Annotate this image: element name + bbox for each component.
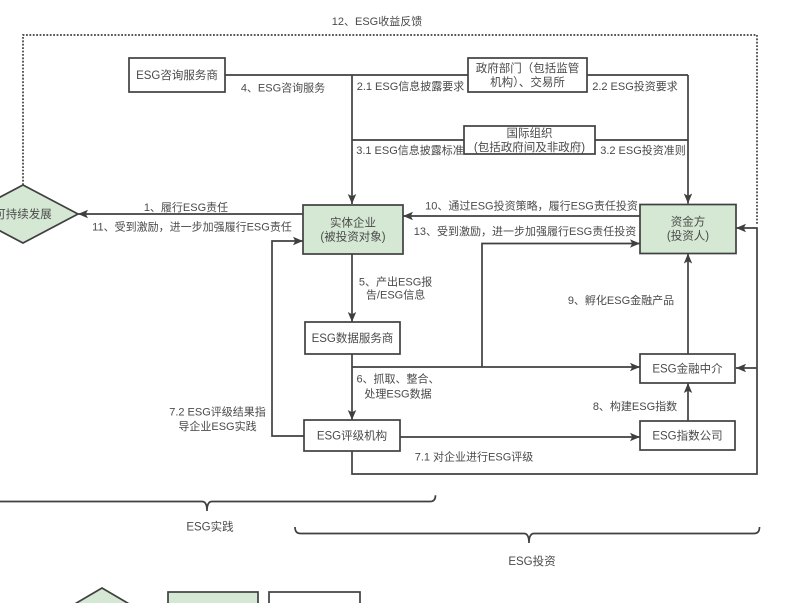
- svg-text:12、ESG收益反馈: 12、ESG收益反馈: [332, 14, 422, 28]
- svg-text:导企业ESG实践: 导企业ESG实践: [178, 419, 256, 433]
- svg-text:7.1 对企业进行ESG评级: 7.1 对企业进行ESG评级: [415, 449, 534, 463]
- svg-text:3.2 ESG投资准则: 3.2 ESG投资准则: [600, 143, 686, 157]
- svg-text:1、履行ESG责任: 1、履行ESG责任: [144, 201, 228, 214]
- svg-text:3.1 ESG信息披露标准: 3.1 ESG信息披露标准: [356, 143, 464, 157]
- svg-text:2.2 ESG投资要求: 2.2 ESG投资要求: [592, 79, 678, 93]
- svg-text:政府部门（包括监管: 政府部门（包括监管: [476, 61, 580, 75]
- svg-text:ESG咨询服务商: ESG咨询服务商: [136, 68, 218, 82]
- svg-text:ESG实践: ESG实践: [186, 520, 234, 534]
- svg-text:ESG数据服务商: ESG数据服务商: [312, 331, 394, 345]
- svg-text:ESG指数公司: ESG指数公司: [652, 429, 722, 443]
- svg-text:7.2 ESG评级结果指: 7.2 ESG评级结果指: [169, 404, 266, 418]
- svg-text:实体企业: 实体企业: [330, 216, 376, 230]
- svg-text:(被投资对象): (被投资对象): [320, 230, 385, 244]
- svg-text:资金方: 资金方: [671, 215, 706, 229]
- svg-text:告/ESG信息: 告/ESG信息: [366, 288, 425, 302]
- svg-text:(投资人): (投资人): [667, 229, 709, 243]
- svg-text:10、通过ESG投资策略，履行ESG责任投资: 10、通过ESG投资策略，履行ESG责任投资: [425, 198, 638, 212]
- svg-text:(包括政府间及非政府): (包括政府间及非政府): [474, 140, 585, 154]
- svg-text:ESG投资: ESG投资: [508, 554, 555, 568]
- svg-text:9、孵化ESG金融产品: 9、孵化ESG金融产品: [568, 293, 674, 307]
- svg-text:机构）、交易所: 机构）、交易所: [490, 75, 565, 89]
- svg-text:ESG金融中介: ESG金融中介: [652, 362, 723, 376]
- svg-text:5、产出ESG报: 5、产出ESG报: [359, 274, 432, 288]
- svg-text:11、受到激励，进一步加强履行ESG责任: 11、受到激励，进一步加强履行ESG责任: [92, 219, 292, 233]
- svg-text:6、抓取、整合、: 6、抓取、整合、: [356, 372, 439, 386]
- svg-text:ESG评级机构: ESG评级机构: [317, 429, 387, 443]
- svg-text:处理ESG数据: 处理ESG数据: [364, 386, 431, 400]
- svg-text:13、受到激励，进一步加强履行ESG责任投资: 13、受到激励，进一步加强履行ESG责任投资: [414, 224, 636, 238]
- svg-text:4、ESG咨询服务: 4、ESG咨询服务: [241, 80, 325, 94]
- svg-text:可持续发展: 可持续发展: [0, 207, 52, 221]
- svg-text:8、构建ESG指数: 8、构建ESG指数: [593, 399, 677, 413]
- svg-text:2.1 ESG信息披露要求: 2.1 ESG信息披露要求: [357, 79, 465, 93]
- svg-text:国际组织: 国际组织: [507, 126, 553, 140]
